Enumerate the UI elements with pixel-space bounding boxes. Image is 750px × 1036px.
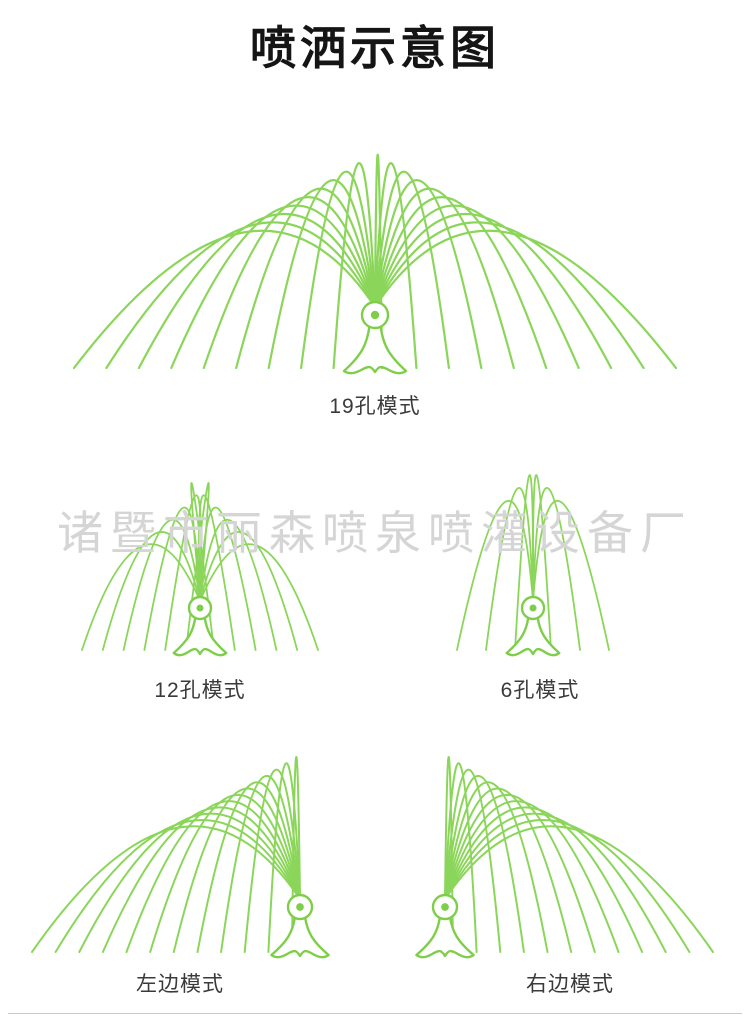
spray-pattern-19-hole bbox=[72, 153, 678, 375]
spray-pattern-6-hole bbox=[456, 474, 610, 657]
diagram-label-right: 右边模式 bbox=[526, 973, 614, 996]
diagram-19-hole-mode: 19孔模式 bbox=[45, 140, 705, 420]
diagram-label-6-hole: 6孔模式 bbox=[500, 679, 580, 702]
spray-pattern-12-hole bbox=[81, 482, 319, 657]
diagram-left-mode: 左边模式 bbox=[20, 742, 340, 998]
diagram-label-left: 左边模式 bbox=[136, 973, 224, 996]
diagram-12-hole-mode: 12孔模式 bbox=[60, 468, 340, 704]
spray-pattern-right bbox=[415, 755, 714, 959]
spray-pattern-left bbox=[31, 755, 330, 959]
diagram-6-hole-mode: 6孔模式 bbox=[400, 468, 680, 704]
page-title: 喷洒示意图 bbox=[250, 22, 500, 74]
diagram-label-12-hole: 12孔模式 bbox=[154, 679, 246, 702]
diagram-label-19-hole: 19孔模式 bbox=[329, 395, 421, 418]
diagram-right-mode: 右边模式 bbox=[410, 742, 730, 998]
bottom-divider bbox=[8, 1013, 742, 1014]
